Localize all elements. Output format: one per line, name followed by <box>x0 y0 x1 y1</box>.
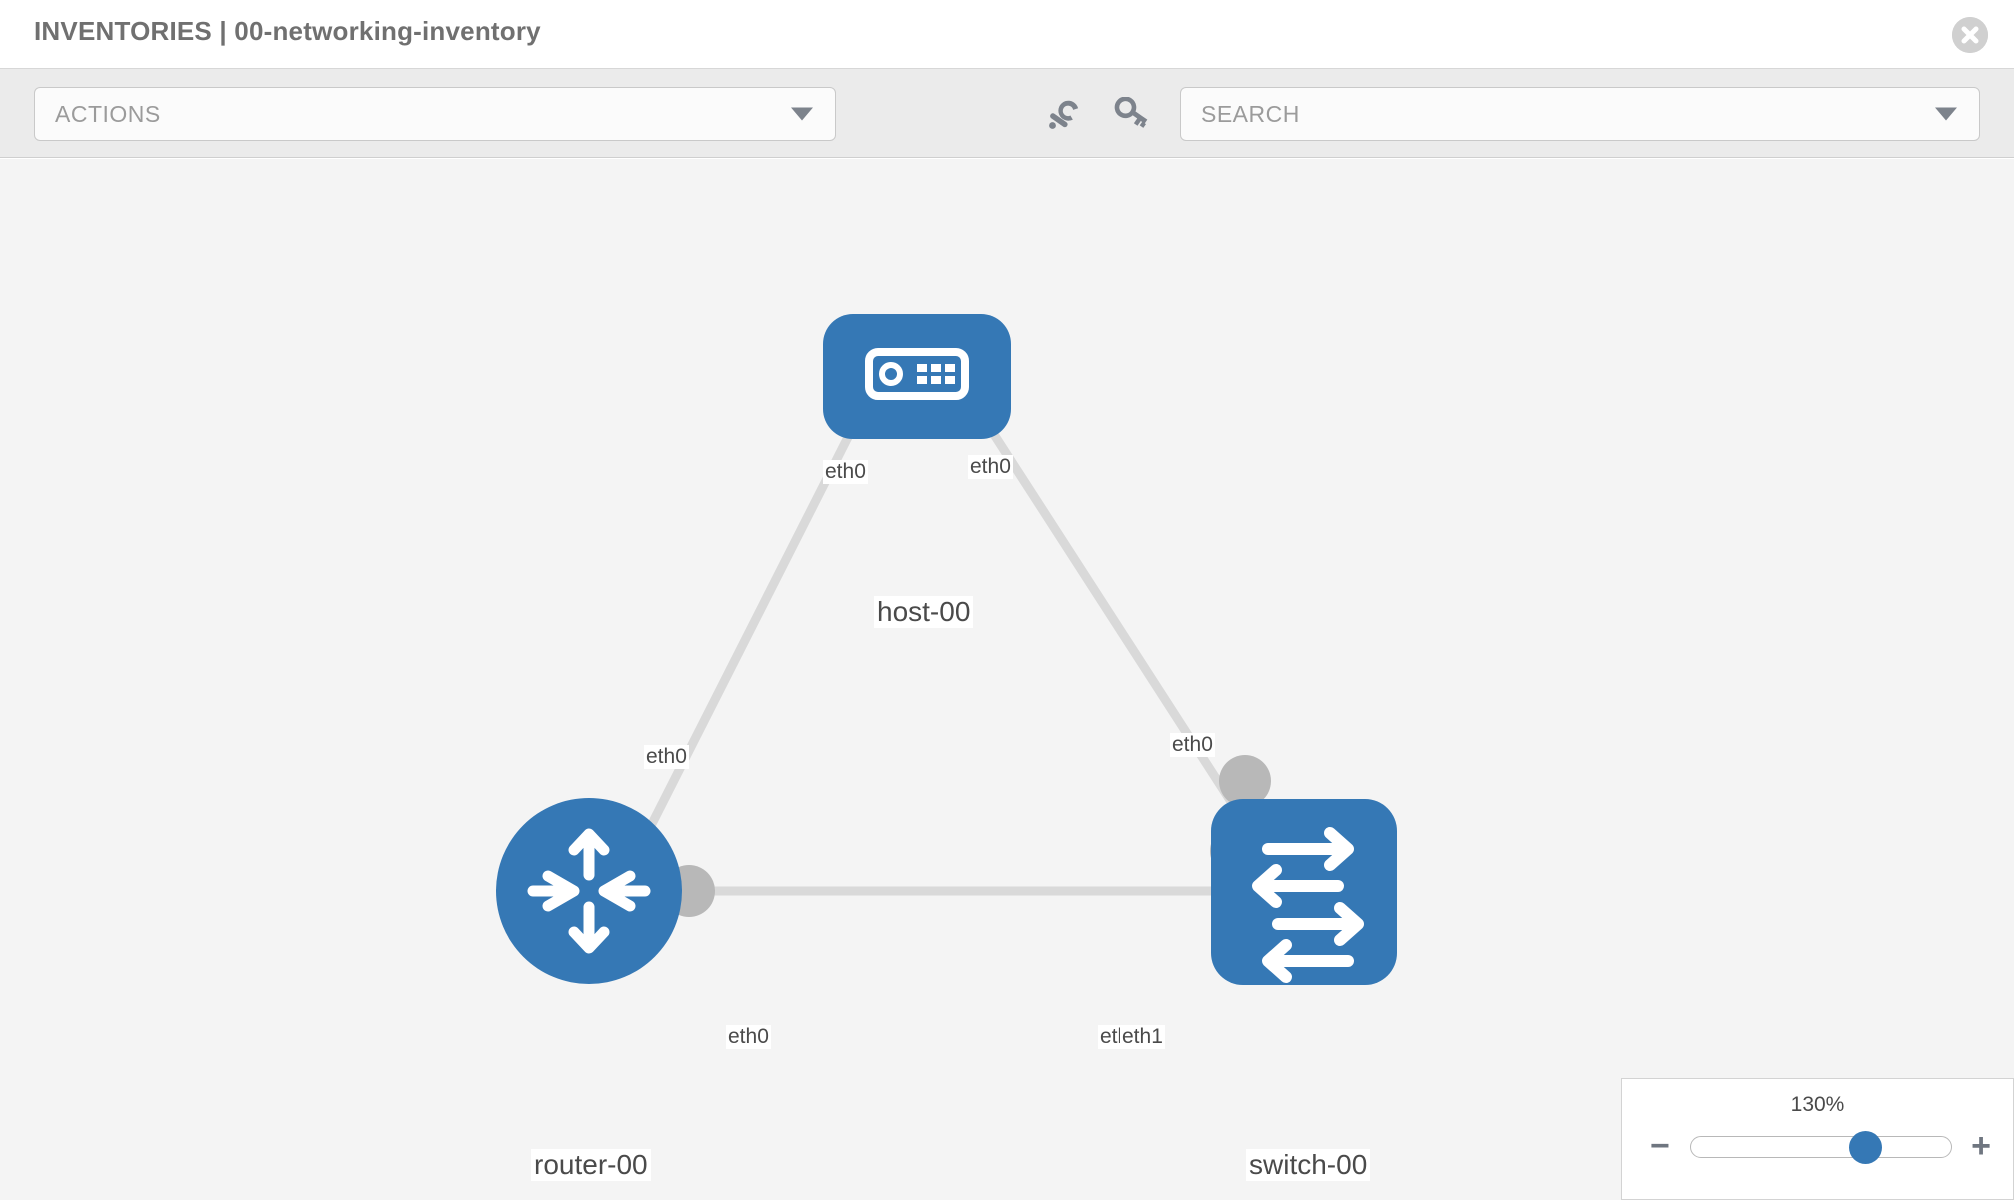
edge-label-router-right: eth0 <box>726 1025 771 1049</box>
edge-label-switch-left-a: etl <box>1098 1025 1125 1049</box>
zoom-control: 130% − + <box>1621 1078 2014 1200</box>
node-host-00[interactable] <box>823 314 1011 439</box>
toolbar: ACTIONS SEARCH <box>0 69 2014 158</box>
edge-host-switch <box>951 371 1272 862</box>
edge-host-router <box>620 371 885 880</box>
wrench-icon[interactable] <box>1044 97 1084 133</box>
node-label-host-00: host-00 <box>874 596 974 628</box>
node-label-switch-00: switch-00 <box>1246 1149 1371 1181</box>
key-icon[interactable] <box>1112 96 1152 133</box>
zoom-in-button[interactable]: + <box>1971 1127 1991 1165</box>
topology-canvas[interactable]: eth0 eth0 eth0 eth0 eth0 etl eth1 host-0… <box>0 159 2014 1200</box>
zoom-out-button[interactable]: − <box>1650 1127 1670 1165</box>
edge-label-switch-left-b: eth1 <box>1120 1025 1165 1049</box>
node-switch-00[interactable] <box>1211 799 1397 985</box>
zoom-slider-thumb[interactable] <box>1849 1131 1882 1164</box>
edge-label-switch-up: eth0 <box>1170 733 1215 757</box>
search-input[interactable]: SEARCH <box>1180 87 1980 141</box>
router-icon <box>527 828 651 954</box>
edge-label-host-right: eth0 <box>968 455 1013 479</box>
port-switch-top <box>1219 755 1271 807</box>
chevron-down-icon <box>791 107 813 121</box>
node-router-00[interactable] <box>496 798 682 984</box>
close-icon[interactable] <box>1952 17 1988 53</box>
actions-dropdown-label: ACTIONS <box>55 101 161 127</box>
topology-graph <box>496 314 1397 985</box>
zoom-level-value: 130% <box>1790 1093 1845 1116</box>
search-placeholder: SEARCH <box>1201 101 1300 127</box>
node-label-router-00: router-00 <box>531 1149 651 1181</box>
graph-edges <box>620 371 1272 896</box>
page-title: INVENTORIES | 00-networking-inventory <box>34 16 541 46</box>
edge-label-router-up: eth0 <box>644 745 689 769</box>
switch-icon <box>1252 827 1364 983</box>
actions-dropdown[interactable]: ACTIONS <box>34 87 836 141</box>
edge-label-host-left: eth0 <box>823 460 868 484</box>
zoom-slider[interactable] <box>1690 1131 1952 1164</box>
page-header: INVENTORIES | 00-networking-inventory <box>0 0 2014 69</box>
chevron-down-icon <box>1935 107 1957 121</box>
server-icon <box>865 348 969 400</box>
